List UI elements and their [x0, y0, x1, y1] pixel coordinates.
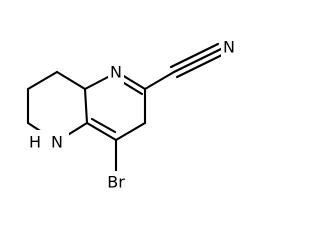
bond-c4a-c5	[55, 70, 87, 91]
atom-nh-nitrogen: N	[51, 133, 63, 152]
bonds	[26, 42, 226, 173]
bond-triple-c	[175, 52, 226, 79]
bond-c5-c6	[26, 70, 59, 91]
bond-c4-c8a-inner	[90, 117, 117, 134]
molecule-structure: N N H N Br	[19, 36, 237, 193]
atom-n-nitrile: N	[223, 38, 235, 57]
bond-c8a-c4a	[83, 87, 89, 125]
atom-bromine: Br	[107, 173, 125, 192]
bond-triple-a	[172, 47, 223, 74]
atom-n-ring: N	[110, 63, 122, 82]
atom-labels: N N H N Br	[19, 36, 237, 193]
bond-c2-cn	[143, 70, 176, 91]
bond-c4a-n1	[83, 75, 110, 91]
bond-n1-c2-inner	[122, 81, 144, 96]
atom-nh-hydrogen: H	[29, 133, 41, 152]
bond-c3-c4	[114, 121, 147, 142]
bond-n8-c8a	[64, 121, 89, 138]
bond-triple-b	[169, 42, 220, 69]
bond-c4-c8a-outer	[85, 121, 118, 142]
bond-n1-c2-outer	[120, 73, 147, 91]
